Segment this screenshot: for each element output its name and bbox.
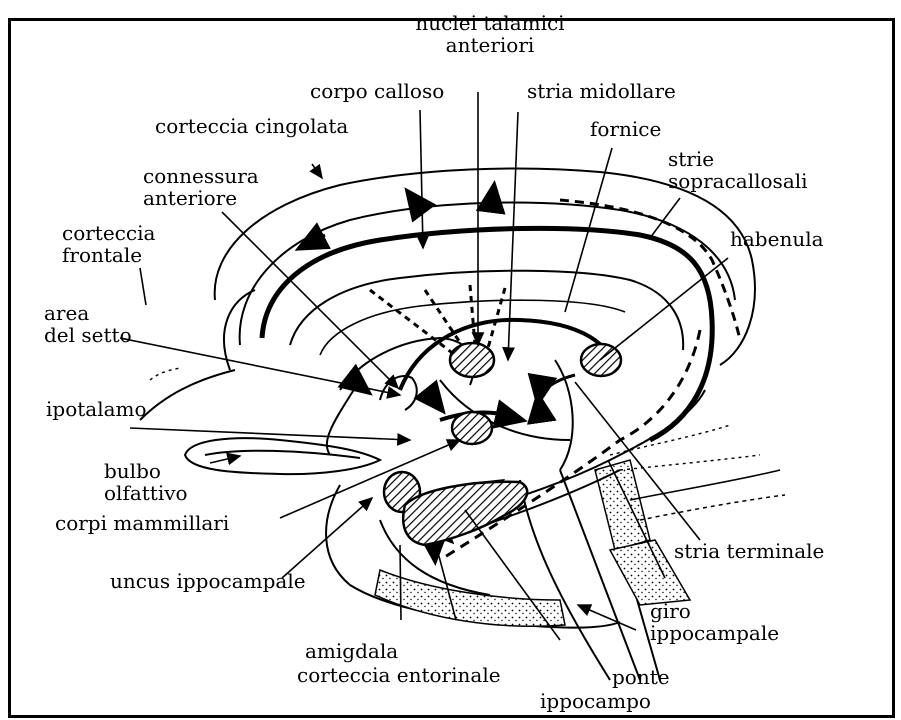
label-strie-sopracallosali-line2: sopracallosali — [668, 170, 808, 192]
label-ponte: ponte — [612, 666, 670, 688]
label-strie-sopracallosali: strie sopracallosali — [668, 148, 808, 192]
label-ippocampo: ippocampo — [540, 690, 651, 712]
label-corteccia-entorinale: corteccia entorinale — [297, 664, 501, 686]
olfactory-bulb — [185, 438, 380, 474]
label-giro-ippocampale-line1: giro — [650, 600, 790, 622]
label-nuclei-talamici-anteriori-line2: anteriori — [400, 34, 580, 56]
mammillary-body — [452, 412, 492, 444]
label-fornice: fornice — [590, 118, 661, 140]
label-corteccia-cingolata: corteccia cingolata — [155, 115, 348, 137]
anterior-thalamic-nucleus — [450, 343, 494, 377]
label-bulbo-olfattivo-line1: bulbo — [104, 460, 188, 482]
label-stria-midollare: stria midollare — [527, 80, 676, 102]
fornix — [400, 320, 612, 420]
label-corteccia-frontale: corteccia frontale — [62, 222, 155, 266]
label-connessura-anteriore-line1: connessura — [143, 165, 259, 187]
label-habenula: habenula — [730, 228, 824, 250]
nuclei — [384, 343, 621, 545]
corpus-callosum — [262, 228, 712, 440]
label-giro-ippocampale-line2: ippocampale — [650, 622, 790, 644]
label-nuclei-talamici-anteriori: nuclei talamici anteriori — [400, 12, 580, 56]
label-bulbo-olfattivo: bulbo olfattivo — [104, 460, 188, 504]
label-stria-terminale: stria terminale — [674, 540, 824, 562]
label-connessura-anteriore: connessura anteriore — [143, 165, 259, 209]
label-area-del-setto-line2: del setto — [44, 324, 132, 346]
label-area-del-setto-line1: area — [44, 302, 132, 324]
label-ipotalamo: ipotalamo — [46, 398, 147, 420]
label-amigdala: amigdala — [305, 640, 398, 662]
amygdala-hippocampus-mass — [403, 482, 527, 545]
label-bulbo-olfattivo-line2: olfattivo — [104, 482, 188, 504]
label-strie-sopracallosali-line1: strie — [668, 148, 808, 170]
label-connessura-anteriore-line2: anteriore — [143, 187, 259, 209]
label-area-del-setto: area del setto — [44, 302, 132, 346]
label-corpi-mammillari: corpi mammillari — [55, 512, 229, 534]
label-nuclei-talamici-anteriori-line1: nuclei talamici — [400, 12, 580, 34]
label-giro-ippocampale: giro ippocampale — [650, 600, 790, 644]
label-corteccia-frontale-line1: corteccia — [62, 222, 155, 244]
label-uncus-ippocampale: uncus ippocampale — [110, 570, 306, 592]
label-corpo-calloso: corpo calloso — [310, 80, 444, 102]
label-corteccia-frontale-line2: frontale — [62, 244, 155, 266]
